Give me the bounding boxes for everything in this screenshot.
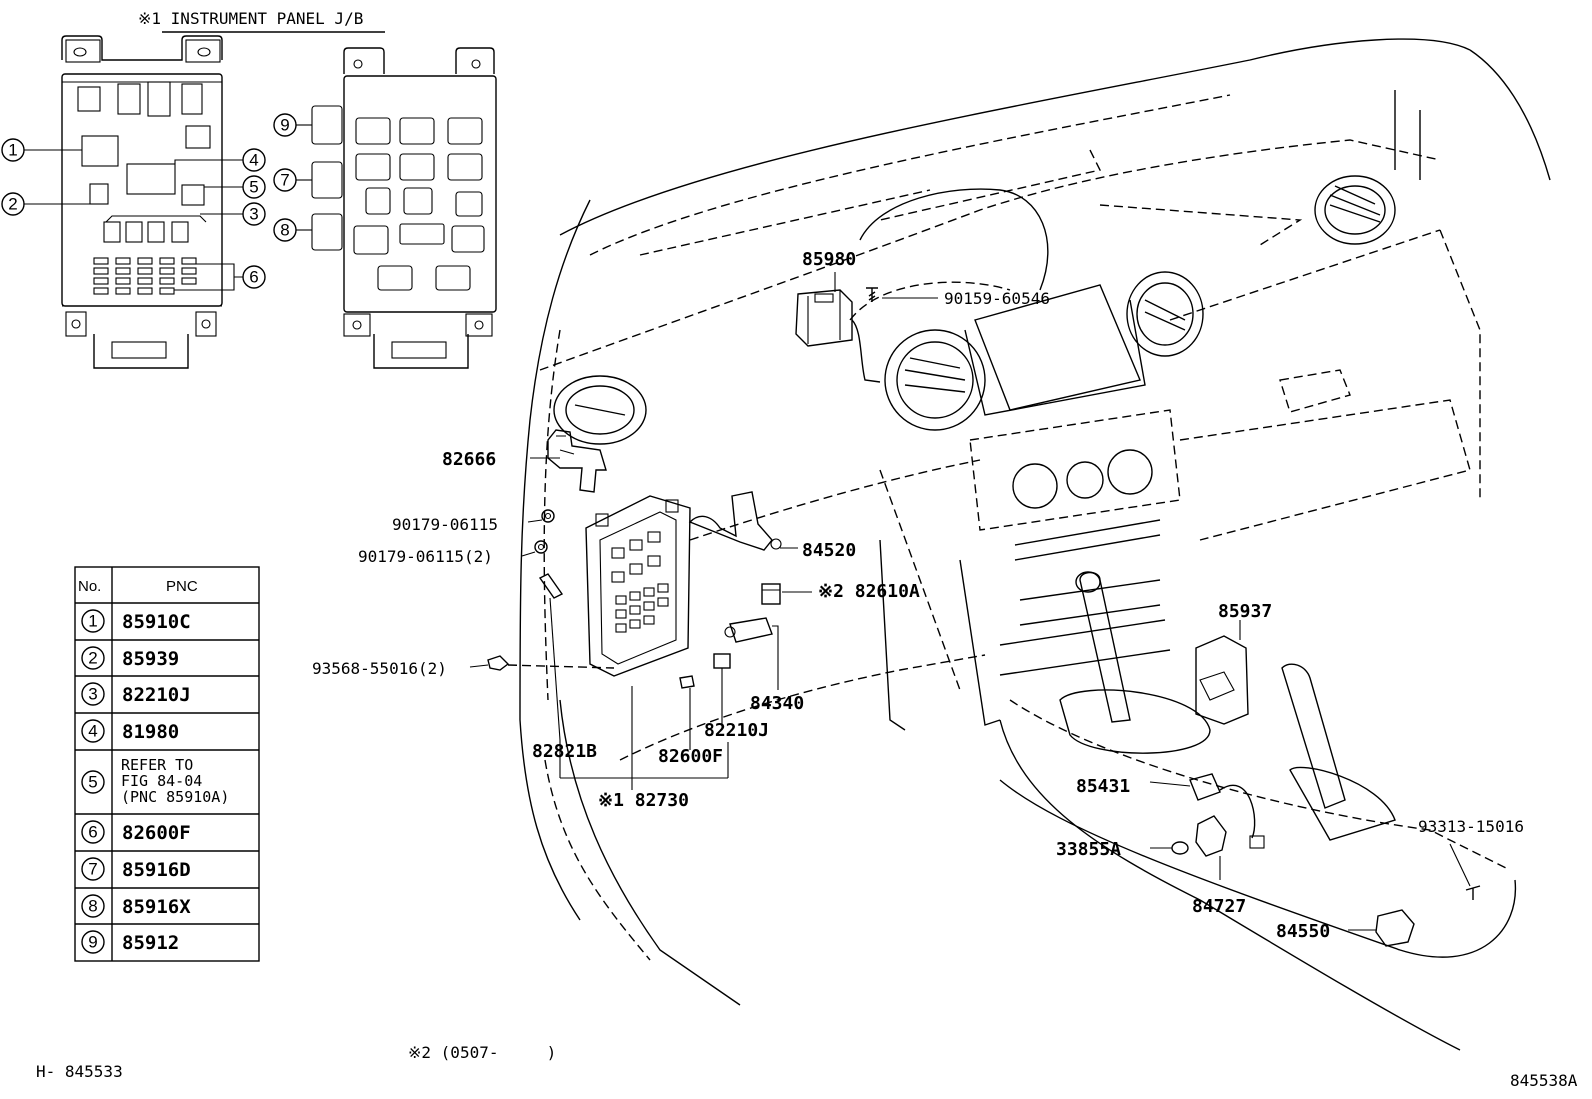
dashboard-illustration bbox=[519, 38, 1551, 1051]
component-84550 bbox=[1375, 909, 1415, 947]
part-label-90179-06115-2: 90179-06115(2) bbox=[358, 547, 493, 566]
screw-93313 bbox=[1465, 885, 1481, 900]
component-84340 bbox=[724, 617, 773, 643]
part-label-90159-60546: 90159-60546 bbox=[944, 289, 1050, 308]
table-header-no: No. bbox=[78, 578, 101, 595]
part-label-84340: 84340 bbox=[750, 693, 804, 714]
part-label-93568-55016-2: 93568-55016(2) bbox=[312, 659, 447, 678]
part-label-82210j: 82210J bbox=[704, 720, 769, 741]
part-label-84727: 84727 bbox=[1192, 896, 1246, 917]
svg-text:8: 8 bbox=[280, 221, 289, 240]
part-label-33855a: 33855A bbox=[1056, 839, 1121, 860]
component-85980 bbox=[795, 289, 881, 383]
part-label-84550: 84550 bbox=[1276, 921, 1330, 942]
jb-rear-callouts: 9 7 8 bbox=[273, 113, 312, 242]
pnc-table: No. PNC 1 85910C 2 85939 3 82210J 4 8198… bbox=[74, 566, 260, 962]
component-82610a bbox=[761, 583, 781, 605]
jb-front-callouts: 1 2 3 4 5 6 bbox=[1, 138, 266, 291]
table-pnc: 82600F bbox=[122, 822, 191, 844]
part-label-84520: 84520 bbox=[802, 540, 856, 561]
component-82210j bbox=[713, 653, 731, 669]
component-33855a bbox=[1171, 841, 1189, 855]
table-pnc: 82210J bbox=[122, 684, 191, 706]
left-figure-code: H- 845533 bbox=[36, 1062, 123, 1081]
table-pnc: 81980 bbox=[122, 721, 179, 743]
component-82821b bbox=[538, 573, 564, 599]
part-label-85937: 85937 bbox=[1218, 601, 1272, 622]
svg-text:5: 5 bbox=[249, 178, 258, 197]
footnote-2: ※2 (0507- ) bbox=[408, 1043, 556, 1062]
part-label-82610a: ※2 82610A bbox=[818, 581, 920, 602]
table-pnc: 85910C bbox=[122, 611, 191, 633]
svg-text:4: 4 bbox=[88, 722, 97, 741]
part-label-90179-06115: 90179-06115 bbox=[392, 515, 498, 534]
table-pnc-line: FIG 84-04 bbox=[121, 772, 202, 790]
nut-90179-b bbox=[534, 540, 548, 554]
leader-lines bbox=[469, 272, 1471, 931]
svg-text:1: 1 bbox=[8, 141, 17, 160]
svg-text:4: 4 bbox=[249, 151, 258, 170]
table-header-pnc: PNC bbox=[166, 578, 198, 595]
svg-text:6: 6 bbox=[249, 268, 258, 287]
part-label-82821b: 82821B bbox=[532, 741, 597, 762]
component-82600f bbox=[679, 675, 695, 689]
svg-text:1: 1 bbox=[88, 612, 97, 631]
svg-text:2: 2 bbox=[88, 649, 97, 668]
component-85431 bbox=[1189, 773, 1265, 849]
part-label-82600f: 82600F bbox=[658, 746, 723, 767]
svg-text:3: 3 bbox=[88, 685, 97, 704]
junction-block-rear-view bbox=[311, 47, 497, 369]
screw-90159 bbox=[866, 287, 878, 302]
part-label-85431: 85431 bbox=[1076, 776, 1130, 797]
nut-90179-a bbox=[541, 509, 555, 523]
part-label-82666: 82666 bbox=[442, 449, 496, 470]
table-pnc: 85916D bbox=[122, 859, 191, 881]
table-pnc: 85916X bbox=[122, 896, 191, 918]
instrument-panel-title: ※1 INSTRUMENT PANEL J/B bbox=[138, 9, 363, 28]
table-pnc-line: REFER TO bbox=[121, 756, 193, 774]
svg-text:3: 3 bbox=[249, 205, 258, 224]
clip-93568 bbox=[487, 655, 510, 671]
svg-text:7: 7 bbox=[88, 860, 97, 879]
junction-block-front-view bbox=[61, 35, 223, 369]
component-84520 bbox=[688, 491, 782, 551]
part-label-93313-15016: 93313-15016 bbox=[1418, 817, 1524, 836]
table-pnc-line: (PNC 85910A) bbox=[121, 788, 229, 806]
part-label-85980: 85980 bbox=[802, 249, 856, 270]
component-82730-junction-block bbox=[585, 495, 691, 677]
svg-text:2: 2 bbox=[8, 195, 17, 214]
figure-code: 845538A bbox=[1510, 1071, 1578, 1090]
svg-text:7: 7 bbox=[280, 171, 289, 190]
component-85937 bbox=[1195, 635, 1249, 725]
svg-text:8: 8 bbox=[88, 897, 97, 916]
table-pnc: 85912 bbox=[122, 932, 179, 954]
svg-text:9: 9 bbox=[88, 933, 97, 952]
component-84727 bbox=[1195, 815, 1227, 857]
svg-text:9: 9 bbox=[280, 116, 289, 135]
table-pnc: 85939 bbox=[122, 648, 179, 670]
component-82666 bbox=[547, 429, 607, 493]
part-label-82730: ※1 82730 bbox=[598, 790, 689, 811]
svg-text:5: 5 bbox=[88, 773, 97, 792]
svg-text:6: 6 bbox=[88, 823, 97, 842]
